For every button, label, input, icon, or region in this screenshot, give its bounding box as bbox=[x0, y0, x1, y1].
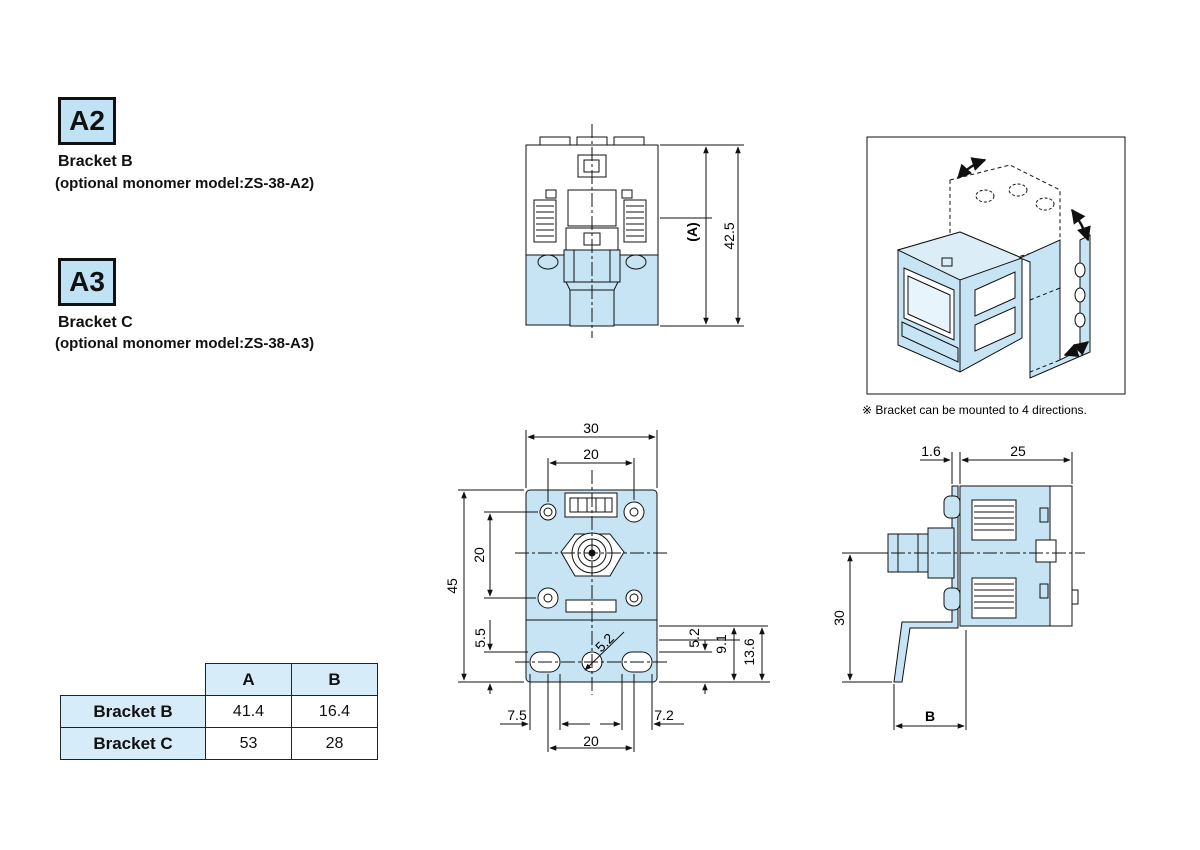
option-subtitle-a2: (optional monomer model:ZS-38-A2) bbox=[55, 175, 315, 192]
dim-5-5: 5.5 bbox=[472, 628, 488, 648]
table-header-b: B bbox=[291, 663, 378, 696]
dim-right-5-2: 5.2 bbox=[686, 628, 702, 648]
front-view-drawing bbox=[458, 430, 770, 752]
mounting-note: ※ Bracket can be mounted to 4 directions… bbox=[862, 403, 1087, 417]
bracket-perspective-illustration bbox=[866, 136, 1126, 395]
table-cell-b: 28 bbox=[291, 727, 378, 760]
table-header-a: A bbox=[205, 663, 292, 696]
table-row-label: Bracket C bbox=[60, 727, 206, 760]
table-cell-a: 53 bbox=[205, 727, 292, 760]
table-row: Bracket B 41.4 16.4 bbox=[60, 695, 378, 728]
dim-width-20-top: 20 bbox=[583, 446, 599, 462]
dim-right-13-6: 13.6 bbox=[741, 638, 757, 665]
table-row: Bracket C 53 28 bbox=[60, 727, 378, 760]
dim-height-a: (A) bbox=[684, 222, 700, 241]
dim-height-42-5: 42.5 bbox=[721, 222, 737, 249]
dim-thickness-1-6: 1.6 bbox=[921, 443, 941, 459]
dim-bottom-7-2: 7.2 bbox=[654, 707, 674, 723]
dim-height-30: 30 bbox=[831, 610, 847, 626]
top-view-drawing bbox=[525, 124, 744, 338]
option-title-a3: Bracket C bbox=[58, 314, 133, 331]
option-subtitle-a3: (optional monomer model:ZS-38-A3) bbox=[55, 335, 315, 352]
option-title-a2: Bracket B bbox=[58, 153, 133, 170]
dim-bottom-7-5: 7.5 bbox=[507, 707, 527, 723]
table-cell-a: 41.4 bbox=[205, 695, 292, 728]
option-badge-a3: A3 bbox=[58, 258, 116, 306]
dim-depth-25: 25 bbox=[1010, 443, 1026, 459]
dim-bottom-20: 20 bbox=[583, 733, 599, 749]
dim-height-45: 45 bbox=[444, 578, 460, 594]
dim-hole-vertical-20: 20 bbox=[471, 547, 487, 563]
table-cell-b: 16.4 bbox=[291, 695, 378, 728]
dim-offset-b: B bbox=[925, 708, 935, 724]
table-row-label: Bracket B bbox=[60, 695, 206, 728]
dim-width-30: 30 bbox=[583, 420, 599, 436]
bracket-dimension-table: A B Bracket B 41.4 16.4 Bracket C 53 28 bbox=[60, 663, 378, 760]
dim-right-9-1: 9.1 bbox=[713, 634, 729, 654]
side-view-drawing bbox=[842, 452, 1085, 730]
table-header-row: A B bbox=[61, 663, 378, 696]
option-badge-a2: A2 bbox=[58, 97, 116, 145]
